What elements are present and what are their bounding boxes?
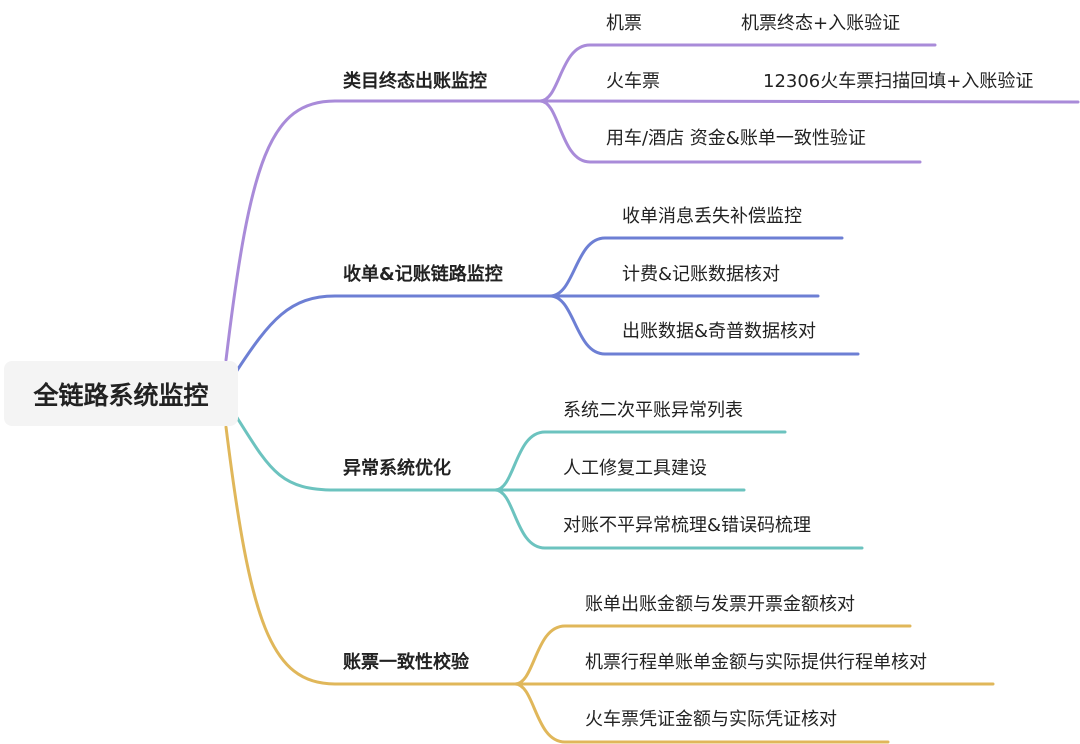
leaf-node[interactable]: 出账数据&奇普数据核对 bbox=[622, 321, 817, 342]
leaf-node[interactable]: 火车票凭证金额与实际凭证核对 bbox=[585, 709, 837, 730]
connector-leaf-1-3 bbox=[538, 99, 922, 164]
leaf-node[interactable]: 计费&记账数据核对 bbox=[622, 264, 781, 285]
leaf-node[interactable]: 账单出账金额与发票开票金额核对 bbox=[585, 594, 855, 615]
leaf-node[interactable]: 用车/酒店 资金&账单一致性验证 bbox=[606, 128, 866, 149]
leaf-node[interactable]: 收单消息丢失补偿监控 bbox=[622, 206, 802, 227]
branch-node-3[interactable]: 异常系统优化 bbox=[343, 458, 451, 479]
branch-node-2[interactable]: 收单&记账链路监控 bbox=[343, 264, 503, 285]
connector-branch-3 bbox=[234, 414, 497, 492]
branch-node-1[interactable]: 类目终态出账监控 bbox=[343, 71, 487, 92]
leaf-node[interactable]: 机票行程单账单金额与实际提供行程单核对 bbox=[585, 652, 927, 673]
connector-branch-1 bbox=[224, 99, 542, 362]
leaf-node[interactable]: 机票 bbox=[606, 13, 642, 34]
root-node[interactable]: 全链路系统监控 bbox=[4, 361, 238, 426]
branch-node-4[interactable]: 账票一致性校验 bbox=[343, 652, 469, 673]
leaf-node[interactable]: 火车票 bbox=[606, 71, 660, 92]
connector-leaf-2-3 bbox=[548, 294, 860, 356]
leaf-node[interactable]: 对账不平异常梳理&错误码梳理 bbox=[563, 515, 812, 536]
connector-leaf-1-1 bbox=[538, 43, 937, 103]
leaf-detail[interactable]: 12306火车票扫描回填+入账验证 bbox=[763, 71, 1034, 92]
leaf-node[interactable]: 人工修复工具建设 bbox=[563, 458, 707, 479]
connector-leaf-2-1 bbox=[548, 236, 844, 298]
connector-leaf-1-2 bbox=[538, 99, 1080, 104]
connector-leaf-3-3 bbox=[493, 488, 864, 550]
connector-leaf-4-1 bbox=[513, 624, 912, 686]
connector-branch-2 bbox=[234, 294, 552, 374]
root-label: 全链路系统监控 bbox=[33, 380, 209, 410]
connector-leaf-4-3 bbox=[513, 682, 890, 744]
connector-branch-4 bbox=[224, 425, 517, 686]
leaf-node[interactable]: 系统二次平账异常列表 bbox=[563, 400, 743, 421]
connector-leaf-3-1 bbox=[493, 430, 787, 492]
leaf-detail[interactable]: 机票终态+入账验证 bbox=[741, 13, 901, 34]
